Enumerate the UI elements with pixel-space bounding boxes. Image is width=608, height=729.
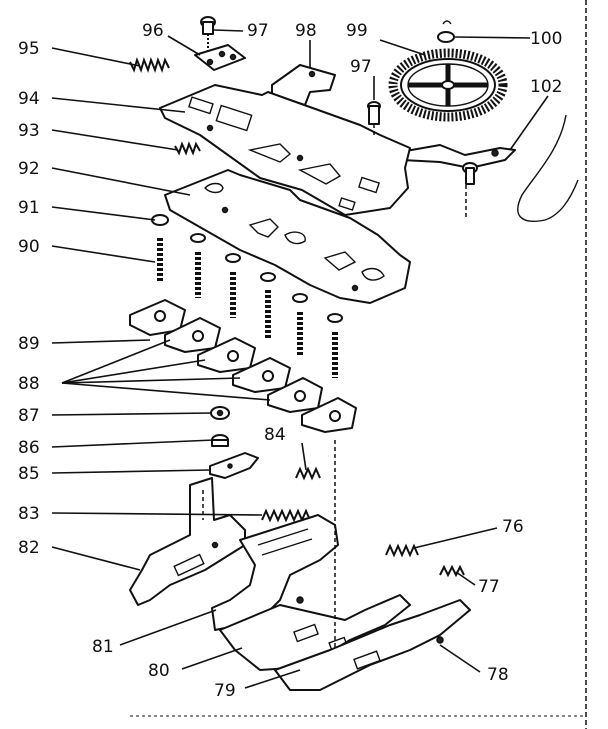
spring-part-76 bbox=[385, 543, 419, 558]
lower-plate-part-79 bbox=[274, 599, 471, 691]
leader-lines bbox=[51, 29, 549, 689]
spring-part-77 bbox=[439, 564, 465, 578]
label-80: 80 bbox=[148, 661, 170, 681]
label-76: 76 bbox=[502, 517, 524, 537]
lower-plate-part-80 bbox=[219, 594, 411, 671]
top-plate-part-94 bbox=[159, 84, 411, 216]
label-96: 96 bbox=[142, 21, 164, 41]
label-97-right: 97 bbox=[350, 57, 372, 77]
belt bbox=[517, 114, 579, 222]
label-99: 99 bbox=[346, 21, 368, 41]
label-82: 82 bbox=[18, 538, 40, 558]
label-78: 78 bbox=[487, 665, 509, 685]
spring-part-83 bbox=[261, 508, 311, 523]
label-81: 81 bbox=[92, 637, 114, 657]
spring-part-84 bbox=[295, 466, 321, 481]
label-77: 77 bbox=[478, 577, 500, 597]
label-102: 102 bbox=[530, 77, 562, 97]
spring-part-95 bbox=[129, 56, 170, 74]
label-88: 88 bbox=[18, 374, 40, 394]
washer-part-87 bbox=[210, 406, 230, 420]
label-86: 86 bbox=[18, 438, 40, 458]
label-83: 83 bbox=[18, 504, 40, 524]
spring-part-93 bbox=[174, 141, 201, 156]
label-84: 84 bbox=[264, 425, 286, 445]
clip-part-85 bbox=[209, 452, 259, 479]
label-85: 85 bbox=[18, 464, 40, 484]
label-79: 79 bbox=[214, 681, 236, 701]
label-97-top: 97 bbox=[247, 21, 269, 41]
label-95: 95 bbox=[18, 39, 40, 59]
screw-part-97-top bbox=[200, 16, 216, 52]
bracket-part-82 bbox=[129, 477, 246, 606]
lever-part-102 bbox=[399, 144, 516, 185]
label-94: 94 bbox=[18, 89, 40, 109]
label-87: 87 bbox=[18, 406, 40, 426]
label-92: 92 bbox=[18, 159, 40, 179]
label-89: 89 bbox=[18, 334, 40, 354]
label-98: 98 bbox=[295, 21, 317, 41]
part-labels: 95 94 93 92 91 90 89 88 87 86 85 83 82 8… bbox=[18, 21, 562, 701]
label-90: 90 bbox=[18, 237, 40, 257]
clip-part-100 bbox=[437, 20, 455, 43]
spring-stack bbox=[129, 214, 357, 433]
label-93: 93 bbox=[18, 121, 40, 141]
middle-plate-part-92 bbox=[164, 169, 411, 304]
bracket-part-96 bbox=[194, 44, 246, 71]
nut-part-86 bbox=[211, 434, 229, 447]
label-91: 91 bbox=[18, 198, 40, 218]
label-100: 100 bbox=[530, 29, 562, 49]
gear-part-99 bbox=[388, 48, 508, 122]
